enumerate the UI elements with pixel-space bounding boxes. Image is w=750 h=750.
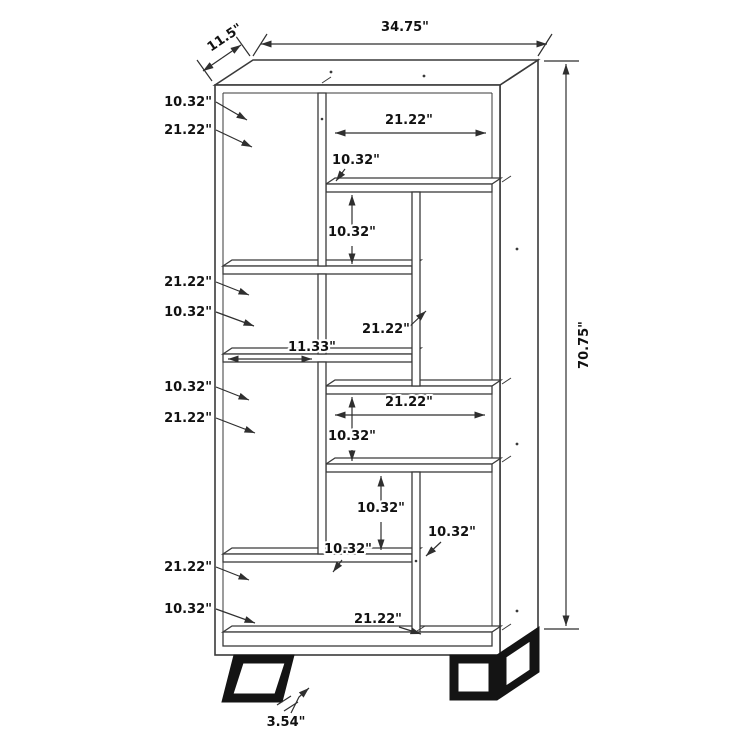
dim-left-2: 21.22" xyxy=(162,273,250,296)
overall-height-label: 70.75" xyxy=(577,321,592,369)
left-label: 10.32" xyxy=(164,305,212,320)
left-label: 10.32" xyxy=(164,380,212,395)
left-label: 21.22" xyxy=(164,123,212,138)
dim-inner-7: 10.32" xyxy=(355,476,407,550)
dim-inner-8: 10.32" xyxy=(425,523,478,557)
bookcase-drawing xyxy=(212,58,541,703)
inner-label: 11.33" xyxy=(288,340,336,355)
dim-inner-2: 10.32" xyxy=(326,195,378,264)
inner-label: 21.22" xyxy=(354,612,402,627)
dim-left-6: 21.22" xyxy=(162,558,250,581)
top-panel xyxy=(212,59,541,86)
dim-left-1: 21.22" xyxy=(162,121,253,148)
dim-inner-5: 21.22" xyxy=(335,393,485,419)
shelf xyxy=(222,353,413,363)
overall-depth-label: 11.5" xyxy=(205,21,246,55)
dim-left-5: 21.22" xyxy=(162,409,256,434)
dim-inner-3: 21.22" xyxy=(360,310,427,339)
inner-label: 10.32" xyxy=(357,501,405,516)
left-label: 10.32" xyxy=(164,602,212,617)
divider xyxy=(411,471,421,633)
inner-label: 10.32" xyxy=(428,525,476,540)
left-label: 21.22" xyxy=(164,411,212,426)
divider xyxy=(317,361,327,555)
shelf xyxy=(325,463,493,473)
side-panel xyxy=(499,58,539,657)
dimensions: 34.75" 11.5" 70.75" 3.54" xyxy=(162,18,594,732)
divider xyxy=(411,191,421,387)
dim-left-3: 10.32" xyxy=(162,303,255,327)
shelf xyxy=(325,385,493,395)
dim-inner-9: 10.32" xyxy=(322,540,374,573)
shelf xyxy=(222,265,413,275)
inner-label: 10.32" xyxy=(328,225,376,240)
inner-label: 10.32" xyxy=(324,542,372,557)
dividers xyxy=(317,92,421,633)
left-leg xyxy=(221,654,295,703)
overall-width-label: 34.75" xyxy=(381,20,429,35)
inner-label: 10.32" xyxy=(328,429,376,444)
left-callouts: 10.32" 21.22" 21.22" 10.32" 10.32" 21.22… xyxy=(162,93,256,624)
dim-left-0: 10.32" xyxy=(162,93,248,121)
shelf xyxy=(222,553,413,563)
left-label: 21.22" xyxy=(164,560,212,575)
dim-left-4: 10.32" xyxy=(162,378,250,401)
interior-dimensions: 21.22" 10.32" 10.32" 21.22" 11 xyxy=(228,111,486,635)
dim-overall-height: 70.75" xyxy=(544,60,594,630)
dim-left-7: 10.32" xyxy=(162,600,256,624)
left-label: 21.22" xyxy=(164,275,212,290)
inner-label: 10.32" xyxy=(332,153,380,168)
inner-label: 21.22" xyxy=(385,395,433,410)
dim-base-height: 3.54" xyxy=(265,687,310,732)
left-label: 10.32" xyxy=(164,95,212,110)
bottom-shelf xyxy=(222,631,493,647)
inner-label: 21.22" xyxy=(385,113,433,128)
dim-inner-4: 11.33" xyxy=(228,338,338,363)
dim-overall-width: 34.75" xyxy=(252,18,553,57)
right-leg xyxy=(449,626,540,701)
dim-inner-1: 10.32" xyxy=(330,151,382,182)
shelf-top xyxy=(323,177,504,185)
divider xyxy=(317,92,327,267)
inner-label: 21.22" xyxy=(362,322,410,337)
base-height-label: 3.54" xyxy=(267,715,306,730)
dim-inner-10: 21.22" xyxy=(352,610,422,635)
divider xyxy=(317,273,327,355)
shelf xyxy=(325,183,493,193)
dim-inner-0: 21.22" xyxy=(335,111,486,137)
front-frame xyxy=(214,84,501,656)
dim-inner-6: 10.32" xyxy=(326,397,378,461)
joinery-marks xyxy=(320,70,519,632)
